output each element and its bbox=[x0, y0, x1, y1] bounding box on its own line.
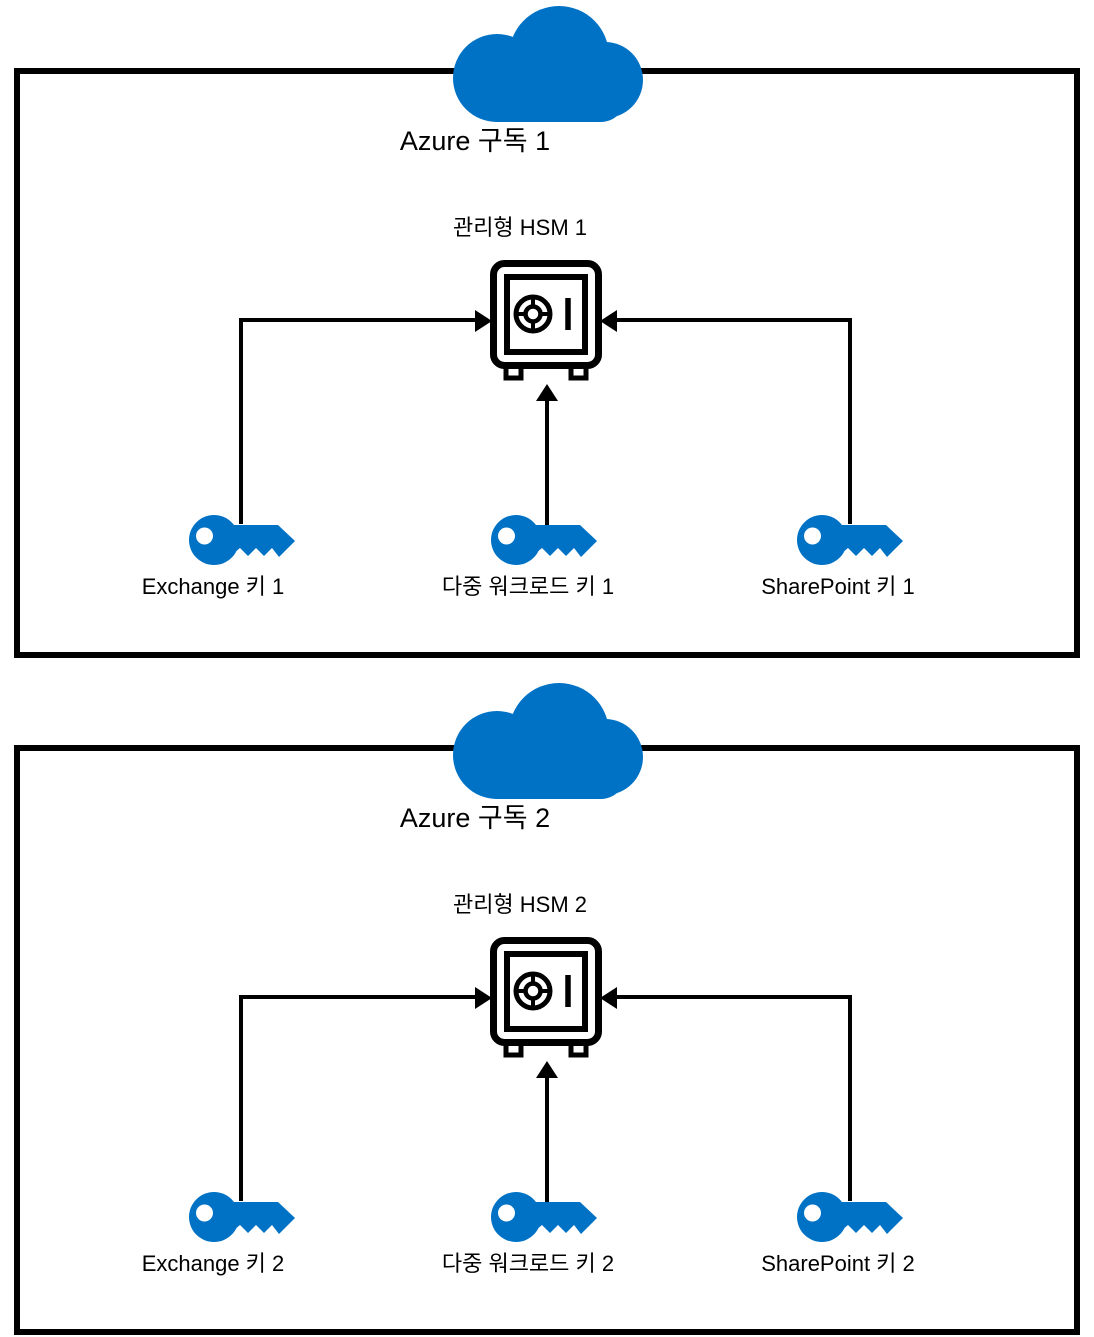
key-label-sharepoint: SharePoint 키 2 bbox=[761, 1251, 915, 1276]
arrow-exchange-to-hsm-line bbox=[239, 318, 243, 524]
arrow-exchange-to-hsm-line bbox=[239, 995, 243, 1201]
arrow-sharepoint-to-hsm-line bbox=[848, 995, 852, 1201]
subscription-title: Azure 구독 2 bbox=[399, 803, 551, 833]
safe-icon bbox=[490, 937, 602, 1058]
key-icon bbox=[189, 1192, 295, 1242]
arrowhead-icon bbox=[475, 987, 492, 1009]
key-icon bbox=[491, 1192, 597, 1242]
arrow-multiworkload-to-hsm-line bbox=[545, 1076, 549, 1202]
hsm-label: 관리형 HSM 1 bbox=[452, 215, 588, 240]
key-icon bbox=[189, 515, 295, 565]
cloud-icon bbox=[453, 6, 643, 122]
arrow-exchange-to-hsm-line bbox=[239, 318, 477, 322]
key-icon bbox=[797, 515, 903, 565]
arrowhead-icon bbox=[536, 384, 558, 401]
subscription-1-panel: Azure 구독 1 관리형 HSM 1 bbox=[0, 0, 1094, 668]
arrowhead-icon bbox=[475, 310, 492, 332]
arrow-multiworkload-to-hsm-line bbox=[545, 399, 549, 525]
arrowhead-icon bbox=[600, 987, 617, 1009]
safe-icon bbox=[490, 260, 602, 381]
key-label-multiworkload: 다중 워크로드 키 2 bbox=[441, 1251, 615, 1276]
hsm-label: 관리형 HSM 2 bbox=[452, 892, 588, 917]
arrow-sharepoint-to-hsm-line bbox=[848, 318, 852, 524]
arrowhead-icon bbox=[536, 1061, 558, 1078]
arrow-exchange-to-hsm-line bbox=[239, 995, 477, 999]
key-icon bbox=[491, 515, 597, 565]
key-label-sharepoint: SharePoint 키 1 bbox=[761, 574, 915, 599]
key-label-exchange: Exchange 키 2 bbox=[141, 1251, 285, 1276]
subscription-title: Azure 구독 1 bbox=[399, 126, 551, 156]
arrow-sharepoint-to-hsm-line bbox=[615, 318, 852, 322]
cloud-icon bbox=[453, 683, 643, 799]
arrowhead-icon bbox=[600, 310, 617, 332]
subscription-2-panel: Azure 구독 2 관리형 HSM 2 bbox=[0, 677, 1094, 1337]
arrow-sharepoint-to-hsm-line bbox=[615, 995, 852, 999]
key-icon bbox=[797, 1192, 903, 1242]
key-label-exchange: Exchange 키 1 bbox=[141, 574, 285, 599]
key-label-multiworkload: 다중 워크로드 키 1 bbox=[441, 574, 615, 599]
